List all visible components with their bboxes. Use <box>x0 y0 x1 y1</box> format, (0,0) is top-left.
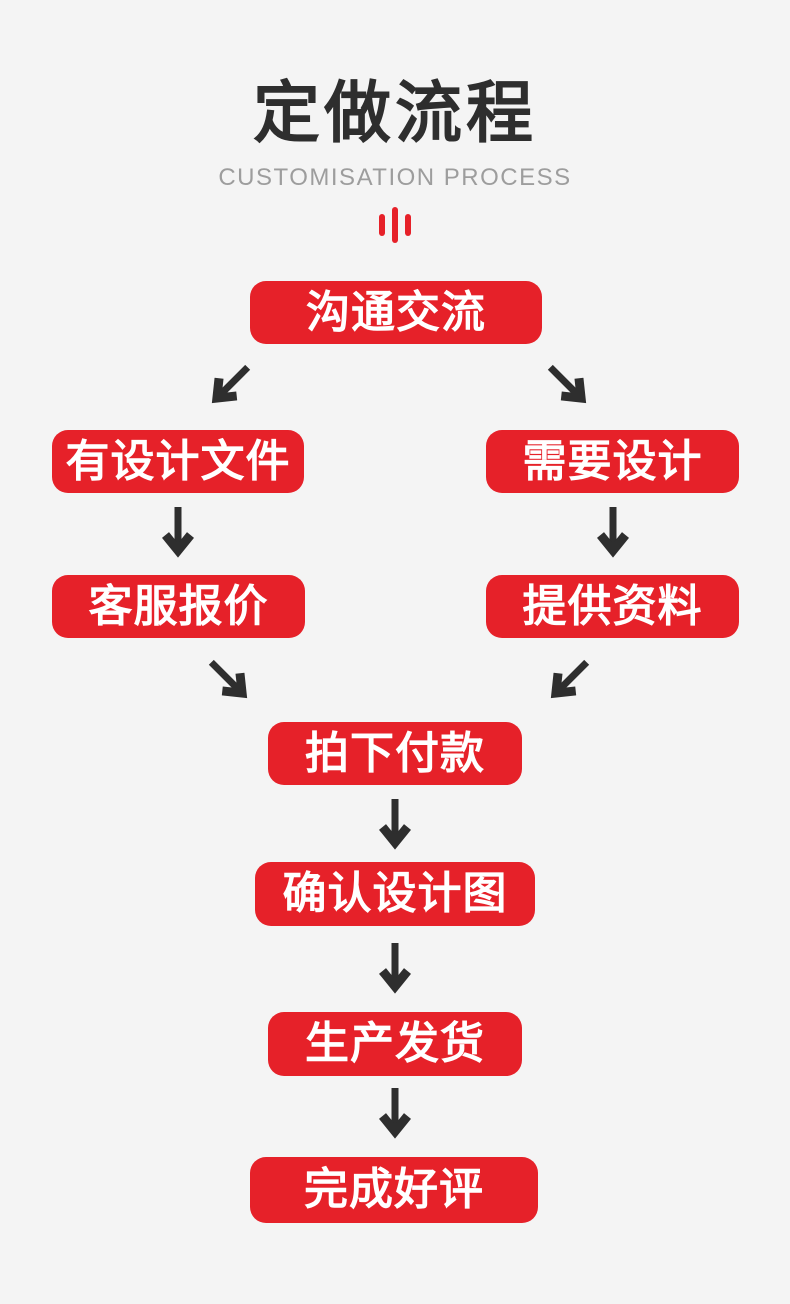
arrow-down-right-icon <box>213 653 245 707</box>
arrow-down-icon <box>162 505 194 559</box>
flow-node-produce-and-ship: 生产发货 <box>268 1012 522 1076</box>
flow-node-complete-good-review: 完成好评 <box>250 1157 538 1223</box>
flow-node-confirm-design: 确认设计图 <box>255 862 535 926</box>
flow-node-have-design-file: 有设计文件 <box>52 430 304 493</box>
flow-node-need-design: 需要设计 <box>486 430 739 493</box>
bar-icon <box>405 214 411 236</box>
arrow-down-icon <box>597 505 629 559</box>
decorative-bars-icon <box>0 206 790 244</box>
bar-icon <box>379 214 385 236</box>
page-subtitle: CUSTOMISATION PROCESS <box>218 164 572 191</box>
arrow-down-icon <box>379 797 411 851</box>
flow-node-order-and-pay: 拍下付款 <box>268 722 522 785</box>
flow-node-provide-materials: 提供资料 <box>486 575 739 638</box>
arrow-down-left-icon <box>553 653 585 707</box>
arrow-down-icon <box>379 1086 411 1140</box>
arrow-down-left-icon <box>214 358 246 412</box>
page-title: 定做流程 <box>253 76 537 151</box>
bar-icon <box>392 207 398 243</box>
flow-node-communicate: 沟通交流 <box>250 281 542 344</box>
flow-node-service-quote: 客服报价 <box>52 575 305 638</box>
arrow-down-icon <box>379 941 411 995</box>
arrow-down-right-icon <box>552 358 584 412</box>
